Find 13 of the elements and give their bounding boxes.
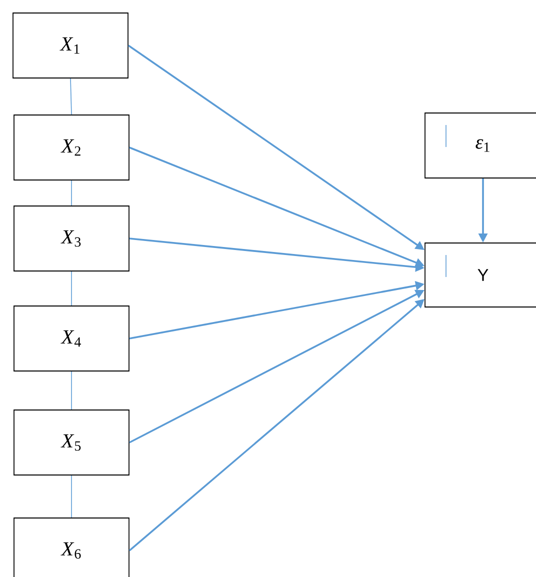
variable-box: Y	[424, 242, 536, 308]
connector-line	[71, 180, 72, 206]
connector-line	[71, 475, 72, 518]
connector-line	[71, 371, 72, 410]
variable-box: X$_{1}$	[12, 12, 128, 78]
variable-box: X$_{2}$	[14, 114, 130, 180]
variable-box: ε$_{1}$	[424, 112, 536, 178]
connector-line	[71, 271, 72, 306]
variable-box: X$_{5}$	[14, 410, 130, 476]
variable-box: X$_{3}$	[14, 206, 130, 272]
connector-line	[70, 78, 72, 115]
variable-box: X$_{6}$	[14, 518, 130, 577]
variable-box: X$_{4}$	[14, 306, 130, 372]
